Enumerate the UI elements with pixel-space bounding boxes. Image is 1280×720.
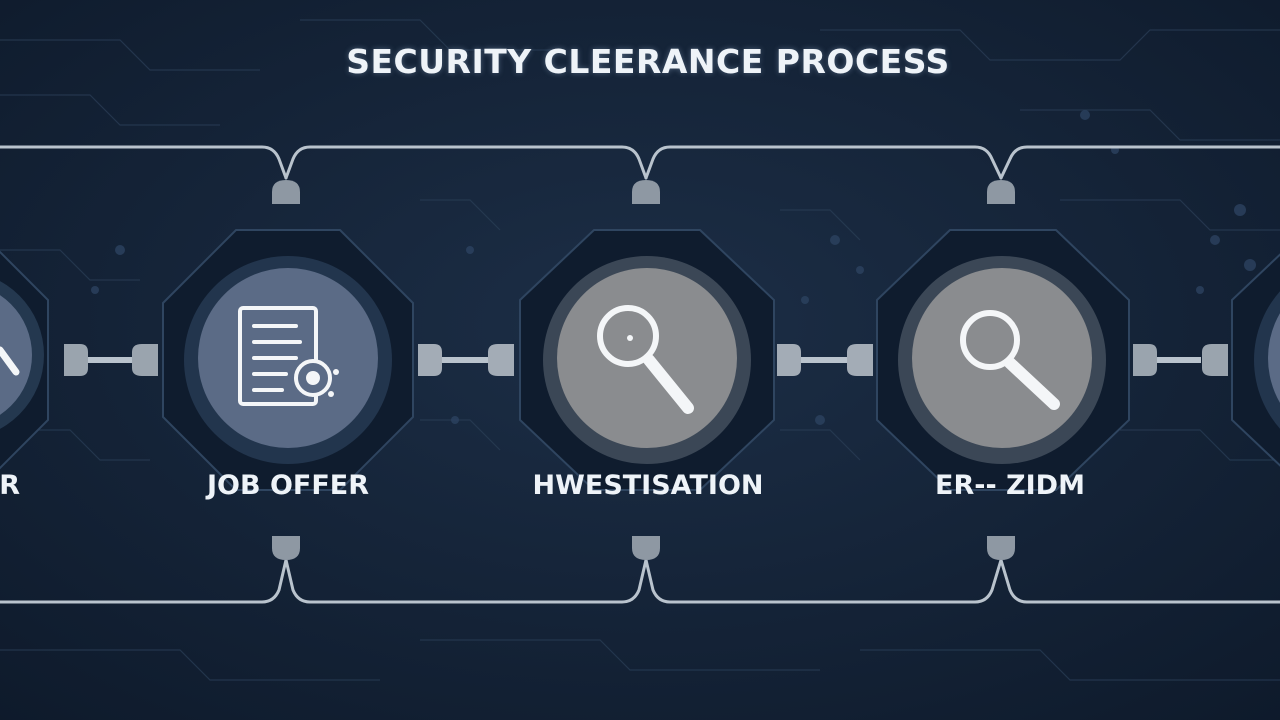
link-1-2 <box>418 344 514 376</box>
magnifier-icon <box>960 310 1060 410</box>
link-connectors <box>64 344 1228 376</box>
stage-label-0: R <box>0 470 20 501</box>
top-connectors <box>0 145 1280 180</box>
stage-label-2: HWESTISATION <box>532 470 764 501</box>
stage-node-0 <box>0 250 49 470</box>
circuit-dots <box>91 110 1256 425</box>
document-icon <box>238 306 339 406</box>
magnifier-icon <box>0 346 20 376</box>
bottom-connectors <box>0 558 1280 604</box>
stage-label-1: JOB OFFER <box>206 470 370 501</box>
stage-node-3 <box>876 229 1130 491</box>
magnifier-icon <box>597 305 694 414</box>
link-2-3 <box>777 344 873 376</box>
link-0-1 <box>64 344 158 376</box>
bottom-connector-tabs <box>272 536 1015 560</box>
top-connector-tabs <box>272 180 1015 204</box>
link-3-4 <box>1133 344 1228 376</box>
stage-node-4 <box>1231 253 1280 467</box>
stage-node-1 <box>162 229 414 491</box>
stage-node-2 <box>519 229 775 491</box>
diagram-title: SECURITY CLEERANCE PROCESS <box>346 42 950 81</box>
stage-label-3: ER-- ZIDM <box>935 470 1085 501</box>
